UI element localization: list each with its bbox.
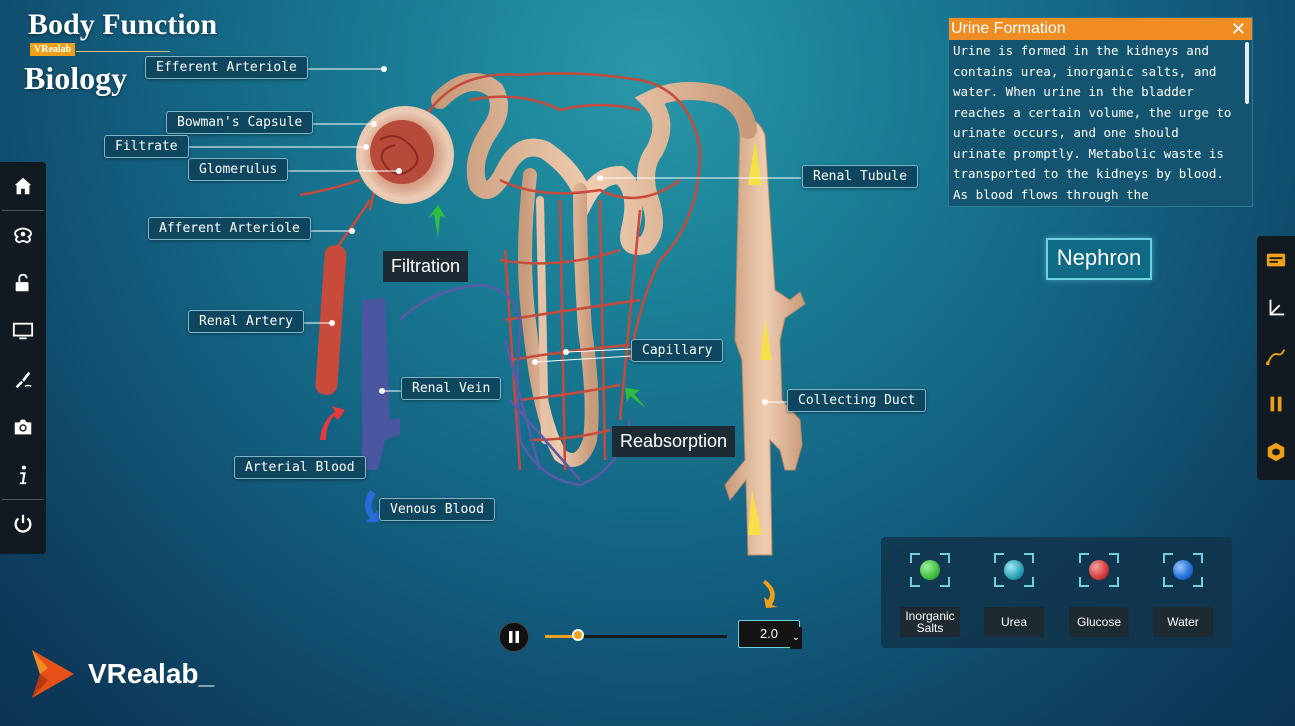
power-button[interactable] [0, 500, 46, 548]
label-renal-artery[interactable]: Renal Artery [188, 310, 304, 333]
legend-item[interactable]: Water [1153, 553, 1213, 637]
label-afferent-arteriole[interactable]: Afferent Arteriole [148, 217, 311, 240]
legend-swatch [1163, 553, 1203, 587]
axis-icon [1269, 299, 1285, 316]
legend-swatch [1079, 553, 1119, 587]
cube-button[interactable] [1257, 428, 1295, 476]
monitor-icon [12, 322, 34, 340]
label-glomerulus[interactable]: Glomerulus [188, 158, 289, 181]
card-button[interactable] [1257, 236, 1295, 284]
power-icon [14, 514, 32, 533]
panel-scrollbar[interactable] [1245, 42, 1249, 104]
model-title: Nephron [1046, 238, 1152, 280]
legend-label: Glucose [1069, 607, 1129, 637]
process-reabsorption: Reabsorption [612, 426, 736, 457]
vein-network [399, 283, 632, 487]
legend-label: Urea [984, 607, 1044, 637]
label-venous-blood[interactable]: Venous Blood [379, 498, 495, 521]
bowmans-capsule-shape [356, 106, 454, 204]
unlock-icon [15, 273, 29, 292]
card-icon [1266, 253, 1286, 267]
flow-arrows [320, 140, 778, 608]
label-bowmans-capsule[interactable]: Bowman's Capsule [166, 111, 314, 134]
progress-thumb[interactable] [571, 629, 584, 641]
legend-item[interactable]: Urea [984, 553, 1044, 637]
close-icon[interactable]: ✕ [1230, 19, 1246, 39]
progress-fill [545, 635, 578, 638]
progress-slider[interactable] [545, 635, 727, 638]
legend-item[interactable]: Inorganic Salts [900, 553, 960, 637]
monitor-button[interactable] [0, 307, 46, 355]
legend-ball [920, 560, 940, 580]
label-efferent-arteriole[interactable]: Efferent Arteriole [145, 56, 308, 79]
pause-toggle-button[interactable] [1257, 380, 1295, 428]
legend-ball [1004, 560, 1024, 580]
unlock-button[interactable] [0, 259, 46, 307]
legend-ball [1173, 560, 1193, 580]
info-icon [19, 465, 27, 485]
legend-item[interactable]: Glucose [1069, 553, 1129, 637]
legend-label: Water [1153, 607, 1213, 637]
panel-text: Urine is formed in the kidneys and conta… [953, 43, 1232, 202]
label-filtrate[interactable]: Filtrate [104, 135, 189, 158]
anatomy-button[interactable] [0, 211, 46, 259]
label-renal-tubule[interactable]: Renal Tubule [802, 165, 918, 188]
renal-artery-shape [315, 245, 347, 395]
logo-icon [32, 650, 74, 698]
capillary-network [299, 72, 702, 471]
sidebar-divider [2, 210, 44, 211]
renal-vein-shape [362, 298, 400, 470]
legend-swatch [910, 553, 950, 587]
chevron-down-icon[interactable]: ⌄ [790, 627, 802, 649]
legend-swatch [994, 553, 1034, 587]
draw-icon [15, 371, 32, 389]
title-divider [76, 51, 170, 52]
info-panel: Urine Formation ✕ Urine is formed in the… [948, 17, 1253, 207]
home-button[interactable] [0, 162, 46, 210]
left-toolbar [0, 162, 46, 554]
app-subtitle: Biology [24, 60, 128, 96]
logo-text: VRealab_ [88, 658, 215, 689]
renal-tubule-shape [431, 73, 757, 467]
pause-icon [1270, 396, 1282, 412]
label-renal-vein[interactable]: Renal Vein [401, 377, 502, 400]
label-collecting-duct[interactable]: Collecting Duct [787, 389, 927, 412]
sidebar-divider [2, 499, 44, 500]
curve-icon [1265, 349, 1286, 366]
vrealab-logo: VRealab_ [26, 646, 214, 706]
curve-button[interactable] [1257, 332, 1295, 380]
panel-header: Urine Formation ✕ [949, 18, 1252, 40]
brand-badge: VRealab [30, 43, 76, 56]
camera-button[interactable] [0, 403, 46, 451]
label-arterial-blood[interactable]: Arterial Blood [234, 456, 366, 479]
pause-button[interactable] [499, 622, 529, 652]
legend-label: Inorganic Salts [900, 607, 960, 637]
cube-icon [1267, 442, 1285, 462]
substance-legend: Inorganic Salts Urea Glucose Water [881, 537, 1232, 648]
info-button[interactable] [0, 451, 46, 499]
camera-icon [14, 419, 32, 435]
app-title: Body Function [28, 8, 218, 41]
home-icon [14, 177, 32, 195]
right-toolbar [1257, 236, 1295, 480]
draw-button[interactable] [0, 355, 46, 403]
legend-ball [1089, 560, 1109, 580]
axis-button[interactable] [1257, 284, 1295, 332]
anatomy-icon [14, 227, 32, 244]
panel-title: Urine Formation [951, 20, 1066, 37]
pause-icon [509, 631, 519, 643]
label-capillary[interactable]: Capillary [631, 339, 724, 362]
process-filtration: Filtration [383, 251, 469, 282]
